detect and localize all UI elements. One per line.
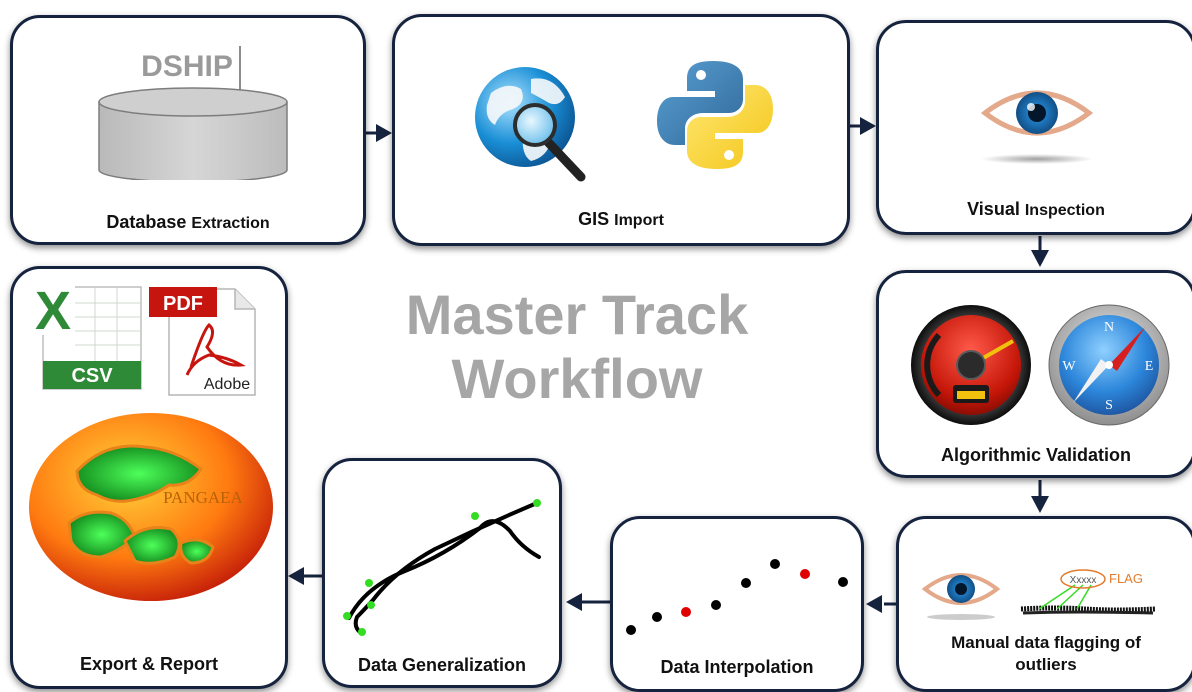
step-data-generalization: Data Generalization	[322, 458, 562, 688]
interpolation-point	[711, 600, 721, 610]
generalization-node	[365, 579, 373, 587]
interpolation-points	[626, 559, 848, 635]
excel-letter: X	[35, 285, 71, 341]
arrow-manual-to-interpolation	[866, 595, 896, 613]
compass-letter-n: N	[1104, 320, 1114, 335]
step-algorithmic-validation: N S E W Algorithmic Validation	[876, 270, 1192, 478]
generalization-node	[358, 628, 366, 636]
generalization-node	[533, 499, 541, 507]
manual-flagging-label: Manual data flagging of outliers	[899, 632, 1192, 676]
step-manual-flagging: Xxxxx FLAG Manual data flagging of outli…	[896, 516, 1192, 692]
step-gis-import: GIS Import	[392, 14, 850, 246]
pangaea-globe-icon: PANGAEA	[29, 413, 273, 601]
flag-mark-text: Xxxxx	[1070, 575, 1097, 586]
generalization-node	[343, 612, 351, 620]
database-extraction-label-bold: Database	[106, 212, 187, 232]
step-database-extraction: DSHIP Database Extraction	[10, 15, 366, 245]
dship-label: DSHIP	[141, 50, 233, 83]
visual-inspection-label-bold: Visual	[967, 199, 1020, 219]
workflow-title-line2: Workflow	[451, 347, 703, 410]
step-data-interpolation: Data Interpolation	[610, 516, 864, 692]
manual-flagging-label-line2: outliers	[1015, 655, 1077, 674]
compass-letter-e: E	[1145, 359, 1154, 374]
generalization-node	[471, 512, 479, 520]
arrow-generalization-to-export	[288, 567, 322, 585]
arrow-visual-to-algorithmic	[1031, 236, 1049, 267]
data-interpolation-label: Data Interpolation	[660, 657, 814, 677]
arrow-database-to-gis	[366, 124, 392, 142]
csv-label: CSV	[71, 365, 113, 387]
export-report-label: Export & Report	[79, 654, 218, 674]
visual-inspection-label: Visual Inspection	[879, 198, 1192, 222]
python-logo-icon	[657, 61, 773, 169]
compass-letter-s: S	[1105, 398, 1113, 413]
flag-text: FLAG	[1109, 571, 1143, 586]
gis-import-label-rest: Import	[614, 212, 664, 229]
excel-csv-icon: X CSV	[35, 285, 142, 390]
interpolation-point	[626, 625, 636, 635]
interpolation-point-outlier	[681, 607, 691, 617]
gis-import-label-bold: GIS	[578, 209, 610, 229]
eye-icon-small	[921, 573, 1001, 620]
database-extraction-label: Database Extraction	[13, 211, 363, 235]
generalization-nodes	[343, 499, 541, 636]
arrow-algorithmic-to-manual	[1031, 480, 1049, 513]
track-line-lower	[353, 501, 539, 635]
database-extraction-label-rest: Extraction	[191, 215, 270, 232]
interpolation-point	[838, 577, 848, 587]
interpolation-points-plot	[626, 559, 848, 635]
manual-flagging-label-line1: Manual data flagging of	[951, 633, 1141, 652]
pdf-label: PDF	[163, 293, 203, 315]
interpolation-point	[652, 612, 662, 622]
speedometer-icon	[911, 305, 1031, 425]
arrow-interpolation-to-generalization	[566, 593, 610, 611]
database-icon: DSHIP	[98, 46, 288, 180]
pangaea-label: PANGAEA	[163, 488, 243, 507]
interpolation-point-outlier	[800, 569, 810, 579]
adobe-label: Adobe	[204, 376, 250, 393]
compass-letter-w: W	[1062, 359, 1076, 374]
visual-inspection-label-rest: Inspection	[1024, 202, 1105, 219]
workflow-title: Master Track Workflow	[362, 283, 792, 411]
step-visual-inspection: Visual Inspection	[876, 20, 1192, 235]
gis-import-label: GIS Import	[395, 208, 847, 232]
workflow-title-line1: Master Track	[405, 283, 749, 346]
data-generalization-label: Data Generalization	[357, 655, 527, 675]
eye-icon	[980, 90, 1094, 164]
algorithmic-validation-label: Algorithmic Validation	[940, 445, 1132, 465]
track-line-upper	[347, 519, 541, 620]
compass-icon: N S E W	[1048, 304, 1170, 426]
step-export-report: X CSV PDF Adobe PANGAEA Export & Report	[10, 266, 288, 689]
generalization-node	[367, 601, 375, 609]
arrow-gis-to-visual	[850, 117, 876, 135]
generalized-track-plot	[343, 499, 541, 636]
interpolation-point	[770, 559, 780, 569]
pdf-adobe-icon: PDF Adobe	[149, 287, 256, 396]
interpolation-point	[741, 578, 751, 588]
globe-search-icon	[475, 67, 586, 182]
flagged-track-icon: Xxxxx FLAG	[1020, 569, 1156, 615]
